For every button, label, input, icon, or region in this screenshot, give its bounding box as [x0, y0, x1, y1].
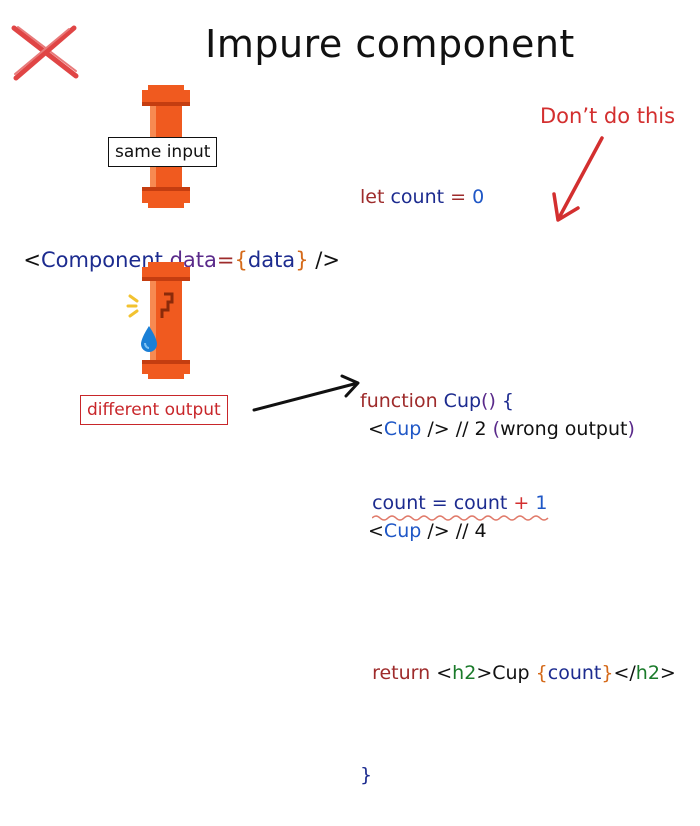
different-output-label: different output	[80, 395, 228, 425]
arrow-icon	[252, 374, 360, 412]
output-line-2: <Cup /> // 4	[368, 520, 487, 542]
code-line-4: return <h2>Cup {count}</h2>	[372, 662, 676, 684]
component-jsx: <Component data={data} />	[10, 224, 340, 272]
warning-arrow-icon	[552, 136, 604, 222]
code-line-blank	[360, 282, 676, 316]
output-block: <Cup /> // 2 (wrong output) <Cup /> // 4	[368, 344, 635, 582]
code-line-5: }	[360, 764, 373, 786]
warning-label: Don’t do this	[540, 104, 676, 128]
jsx-brace-close: }	[295, 248, 309, 272]
page-title: Impure component	[205, 22, 575, 66]
jsx-eq: =	[216, 248, 235, 272]
jsx-open: <	[23, 248, 41, 272]
jsx-brace-open: {	[234, 248, 248, 272]
cross-icon	[11, 25, 79, 81]
broken-pipe-icon	[126, 262, 190, 379]
water-drop-icon	[141, 326, 157, 352]
pipe-icon	[142, 85, 190, 208]
jsx-value: data	[247, 248, 296, 272]
code-line-1: let count = 0	[360, 186, 485, 208]
output-line-1: <Cup /> // 2 (wrong output)	[368, 418, 635, 440]
code-line-2: function Cup() {	[360, 390, 515, 412]
same-input-label: same input	[108, 137, 218, 167]
jsx-close: />	[308, 248, 340, 272]
